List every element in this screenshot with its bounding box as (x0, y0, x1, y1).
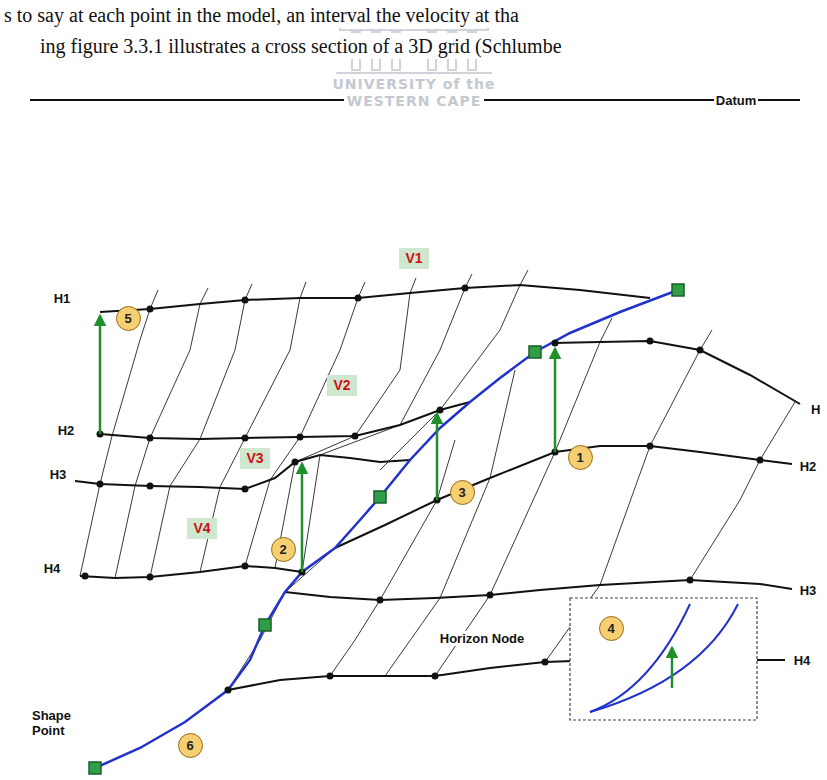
pillar-line (690, 402, 795, 580)
horizon-label: H (809, 402, 822, 417)
inset-fault-line (590, 604, 690, 712)
throw-arrow (554, 349, 557, 452)
body-text: ing figure 3.3.1 illustrates a cross sec… (40, 33, 562, 59)
callout-text: 4 (607, 621, 614, 636)
horizon-node (242, 297, 249, 304)
horizon-label: H2 (798, 459, 819, 474)
inset-fault-line (590, 604, 738, 712)
horizon-node (377, 597, 384, 604)
body-text: s to say at each point in the model, an … (4, 2, 519, 28)
callout-text: 1 (576, 450, 583, 465)
logo-base (336, 72, 492, 74)
horizon-node (355, 295, 362, 302)
velocity-tag: V3 (240, 448, 269, 469)
horizon-node (757, 457, 764, 464)
callout-text: 2 (279, 542, 286, 557)
callout-number: 1 (568, 445, 593, 470)
shape-point (259, 619, 271, 631)
horizon-node (242, 563, 249, 570)
inset-box (570, 598, 757, 720)
callout-number: 3 (450, 480, 475, 505)
pillar-line (380, 270, 528, 470)
horizon-node (352, 433, 359, 440)
horizon-node (697, 347, 704, 354)
horizon-node (552, 340, 559, 347)
pillar-line (150, 284, 252, 577)
callout-number: 5 (116, 306, 141, 331)
horizon-node (97, 481, 104, 488)
velocity-text: V4 (193, 520, 210, 536)
horizon-label: H4 (42, 561, 63, 576)
horizon-node (242, 486, 249, 493)
horizon-node (462, 285, 469, 292)
horizon-label: H1 (52, 291, 73, 306)
callout-number: 4 (599, 616, 624, 641)
callout-number: 2 (271, 537, 296, 562)
horizon-line (80, 566, 302, 578)
shape-point (374, 491, 386, 503)
datum-label: Datum (714, 93, 758, 108)
horizon-node (225, 687, 232, 694)
throw-arrow (301, 464, 304, 572)
horizon-node (147, 483, 154, 490)
throw-arrow (671, 648, 674, 688)
pillar-line (245, 282, 365, 566)
horizon-node (242, 435, 249, 442)
horizon-node (327, 673, 334, 680)
velocity-tag: V4 (187, 518, 216, 539)
horizon-line (335, 446, 792, 548)
shape-point (672, 284, 684, 296)
callout-number: 6 (178, 733, 203, 758)
horizon-node (647, 338, 654, 345)
horizon-node-label: Horizon Node (438, 631, 527, 646)
throw-arrow (436, 414, 439, 500)
velocity-text: V3 (246, 450, 263, 466)
horizon-node (487, 592, 494, 599)
callout-text: 5 (124, 311, 131, 326)
horizon-node (687, 577, 694, 584)
watermark-text: UNIVERSITY of the (329, 76, 498, 92)
horizon-node (147, 435, 154, 442)
horizon-label: H4 (792, 653, 813, 668)
horizon-line (100, 285, 650, 312)
callout-text: 3 (458, 485, 465, 500)
horizon-line (100, 402, 470, 439)
horizon-node (82, 573, 89, 580)
horizon-line (553, 341, 800, 404)
pillar-line (275, 278, 416, 568)
velocity-text: V2 (333, 377, 350, 393)
shape-point (89, 762, 101, 774)
horizon-node (437, 407, 444, 414)
shape-point (529, 346, 541, 358)
horizon-line (285, 580, 792, 600)
horizon-node (147, 306, 154, 313)
horizon-label: H3 (48, 467, 69, 482)
velocity-tag: V2 (327, 375, 356, 396)
horizon-label: H2 (56, 423, 77, 438)
velocity-tag: V1 (399, 248, 428, 269)
horizon-node (147, 574, 154, 581)
pillar-line (80, 290, 158, 576)
throw-arrow (99, 316, 102, 434)
shape-point-label: Shape Point (30, 708, 84, 738)
horizon-node (647, 443, 654, 450)
callout-text: 6 (186, 738, 193, 753)
horizon-label: H3 (798, 583, 819, 598)
horizon-node (542, 659, 549, 666)
watermark-text: WESTERN CAPE (344, 93, 485, 109)
velocity-text: V1 (405, 250, 422, 266)
horizon-node (432, 673, 439, 680)
horizon-node (297, 434, 304, 441)
horizon-node (292, 459, 299, 466)
throw-arrows (100, 316, 555, 572)
